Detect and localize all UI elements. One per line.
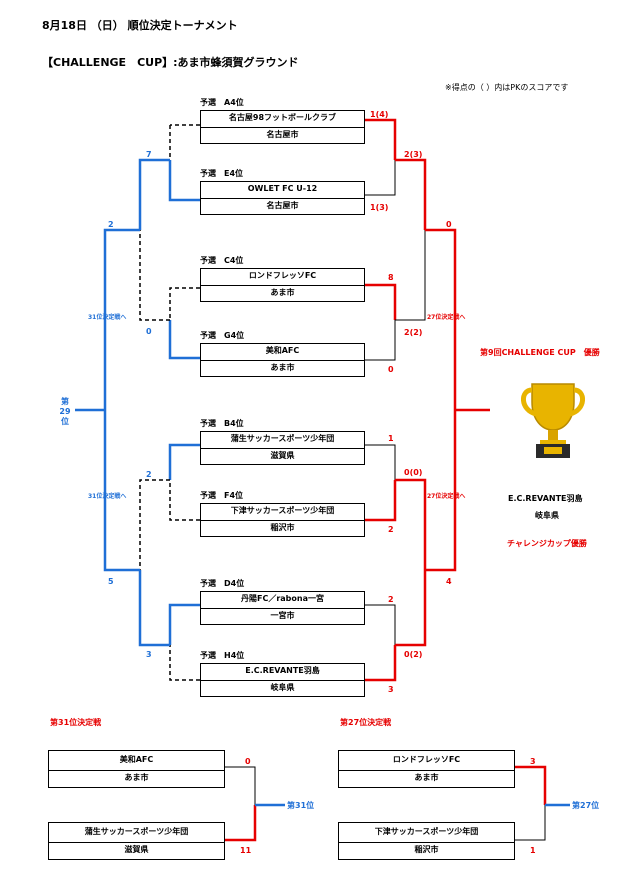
playoff27-result: 第27位 (572, 801, 600, 810)
score: 7 (146, 150, 152, 159)
team-city: あま市 (270, 288, 295, 297)
seed-label: 予選 D4位 (200, 579, 245, 588)
winner-city: 岐阜県 (535, 511, 559, 520)
pk-note: ※得点の（ ）内はPKのスコアです (445, 83, 569, 92)
score: 3 (530, 757, 536, 766)
team-city: あま市 (414, 773, 439, 782)
team-name: 美和AFC (119, 755, 154, 764)
score: 0 (388, 365, 394, 374)
seed-label: 予選 E4位 (200, 169, 244, 178)
team-box: E.C.REVANTE羽島 岐阜県 (200, 663, 365, 697)
team-name: ロンドフレッソFC (392, 755, 461, 764)
team-name: 下津サッカースポーツ少年団 (230, 506, 335, 515)
score: 2(2) (404, 328, 423, 337)
team-city: 一宮市 (270, 611, 295, 620)
score: 2(3) (404, 150, 423, 159)
team-box: ロンドフレッソFC あま市 (338, 750, 515, 788)
seed-label: 予選 F4位 (200, 491, 244, 500)
score: 3 (146, 650, 152, 659)
team-name: 丹陽FC／rabona一宮 (241, 594, 324, 603)
playoff31-result: 第31位 (287, 801, 315, 810)
score: 0 (245, 757, 251, 766)
page-subtitle: 【CHALLENGE CUP】:あま市蜂須賀グラウンド (42, 56, 299, 69)
label-to27: 27位決定戦へ (427, 314, 466, 321)
team-box: OWLET FC U-12 名古屋市 (200, 181, 365, 215)
team-box: 美和AFC あま市 (200, 343, 365, 377)
team-city: 滋賀県 (270, 451, 295, 460)
playoff27-title: 第27位決定戦 (340, 718, 392, 727)
score: 2 (388, 525, 394, 534)
playoff31-title: 第31位決定戦 (50, 718, 102, 727)
team-city: 岐阜県 (270, 683, 295, 692)
page-title: 8月18日 （日） 順位決定トーナメント (42, 19, 238, 32)
score: 5 (108, 577, 114, 586)
team-city: 名古屋市 (266, 201, 299, 210)
seed-label: 予選 H4位 (200, 651, 245, 660)
score: 11 (240, 846, 252, 855)
team-city: 稲沢市 (414, 845, 439, 854)
team-city: あま市 (270, 363, 295, 372)
seed-label: 予選 B4位 (200, 419, 244, 428)
score: 8 (388, 273, 394, 282)
team-city: 名古屋市 (266, 130, 299, 139)
rank-29-label: 第 29 位 (59, 397, 71, 426)
winner-team: E.C.REVANTE羽島 (508, 494, 583, 503)
label-to31: 31位決定戦へ (88, 493, 127, 500)
label-to27: 27位決定戦へ (427, 493, 466, 500)
score: 2 (146, 470, 152, 479)
team-name: 蒲生サッカースポーツ少年団 (84, 827, 189, 836)
team-box: 丹陽FC／rabona一宮 一宮市 (200, 591, 365, 625)
team-city: 滋賀県 (124, 845, 149, 854)
team-name: 美和AFC (265, 346, 300, 355)
team-box: 下津サッカースポーツ少年団 稲沢市 (200, 503, 365, 537)
score: 1 (530, 846, 536, 855)
team-box: ロンドフレッソFC あま市 (200, 268, 365, 302)
score: 0(2) (404, 650, 423, 659)
team-box: 下津サッカースポーツ少年団 稲沢市 (338, 822, 515, 860)
score: 3 (388, 685, 394, 694)
trophy-icon (518, 380, 588, 464)
winner-caption: チャレンジカップ優勝 (507, 539, 587, 548)
team-name: E.C.REVANTE羽島 (245, 666, 320, 675)
team-box: 美和AFC あま市 (48, 750, 225, 788)
team-name: 蒲生サッカースポーツ少年団 (230, 434, 335, 443)
team-name: OWLET FC U-12 (247, 184, 318, 193)
seed-label: 予選 G4位 (200, 331, 245, 340)
winner-title: 第9回CHALLENGE CUP 優勝 (480, 348, 600, 357)
score: 4 (446, 577, 452, 586)
team-box: 蒲生サッカースポーツ少年団 滋賀県 (200, 431, 365, 465)
seed-label: 予選 A4位 (200, 98, 244, 107)
team-city: 稲沢市 (270, 523, 295, 532)
label-to31: 31位決定戦へ (88, 314, 127, 321)
score: 1(3) (370, 203, 389, 212)
score: 0 (146, 327, 152, 336)
score: 0 (446, 220, 452, 229)
team-city: あま市 (124, 773, 149, 782)
team-name: ロンドフレッソFC (248, 271, 317, 280)
seed-label: 予選 C4位 (200, 256, 244, 265)
score: 0(0) (404, 468, 423, 477)
score: 1(4) (370, 110, 389, 119)
team-name: 下津サッカースポーツ少年団 (374, 827, 479, 836)
score: 1 (388, 434, 394, 443)
team-name: 名古屋98フットボールクラブ (228, 113, 337, 122)
score: 2 (108, 220, 114, 229)
team-box: 蒲生サッカースポーツ少年団 滋賀県 (48, 822, 225, 860)
team-box: 名古屋98フットボールクラブ 名古屋市 (200, 110, 365, 144)
score: 2 (388, 595, 394, 604)
